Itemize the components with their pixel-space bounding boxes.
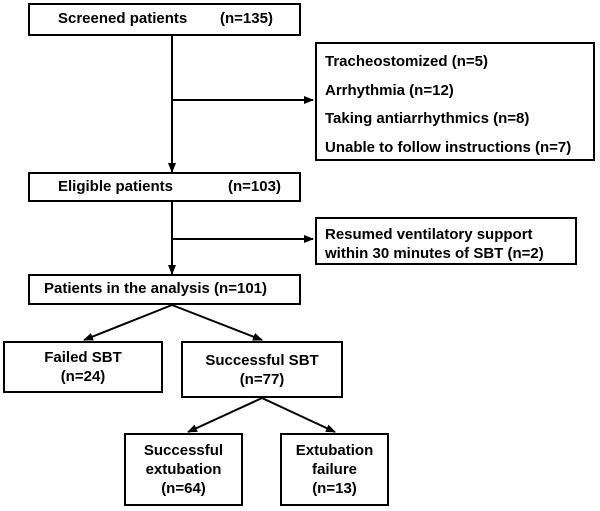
exclusion-item: Taking antiarrhythmics (n=8) bbox=[325, 110, 530, 127]
eligible-label: Eligible patients bbox=[58, 178, 174, 195]
failed-sbt-label: Failed SBT bbox=[44, 349, 122, 366]
resumed-line-2: within 30 minutes of SBT (n=2) bbox=[325, 245, 544, 262]
resumed-support-box: Resumed ventilatory support within 30 mi… bbox=[315, 217, 577, 265]
eligible-patients-box: Eligible patients (n=103) bbox=[28, 172, 301, 202]
successful-extubation-count: (n=64) bbox=[161, 480, 206, 497]
extubation-failure-box: Extubation failure (n=13) bbox=[280, 433, 389, 506]
arrow-to-extubation-failure bbox=[261, 397, 336, 433]
successful-extubation-line-2: extubation bbox=[145, 461, 222, 478]
arrow-analysis-to-successful-sbt bbox=[171, 304, 263, 341]
screened-label: Screened patients bbox=[58, 10, 188, 27]
exclusion-item: Tracheostomized (n=5) bbox=[325, 53, 488, 70]
successful-extubation-line-1: Successful bbox=[143, 442, 224, 459]
eligible-count: (n=103) bbox=[228, 178, 281, 195]
failed-sbt-box: Failed SBT (n=24) bbox=[3, 341, 163, 393]
screened-count: (n=135) bbox=[220, 10, 273, 27]
arrow-analysis-to-failed-sbt bbox=[83, 304, 173, 341]
screened-patients-box: Screened patients (n=135) bbox=[28, 3, 301, 36]
analysis-label: Patients in the analysis (n=101) bbox=[44, 280, 268, 297]
extubation-failure-count: (n=13) bbox=[312, 480, 357, 497]
successful-sbt-count: (n=77) bbox=[239, 370, 285, 388]
exclusions-box: Tracheostomized (n=5) Arrhythmia (n=12) … bbox=[315, 42, 595, 161]
successful-extubation-box: Successful extubation (n=64) bbox=[124, 433, 243, 506]
analysis-box: Patients in the analysis (n=101) bbox=[28, 274, 301, 305]
successful-sbt-label: Successful SBT bbox=[205, 351, 319, 369]
extubation-failure-line-2: failure bbox=[311, 461, 357, 478]
successful-sbt-box: Successful SBT (n=77) bbox=[181, 341, 343, 398]
arrow-to-successful-extubation bbox=[187, 397, 263, 433]
exclusion-item: Arrhythmia (n=12) bbox=[325, 81, 454, 99]
exclusion-item: Unable to follow instructions (n=7) bbox=[325, 138, 572, 156]
resumed-line-1: Resumed ventilatory support bbox=[325, 226, 533, 243]
extubation-failure-line-1: Extubation bbox=[295, 442, 374, 459]
failed-sbt-count: (n=24) bbox=[60, 368, 106, 385]
